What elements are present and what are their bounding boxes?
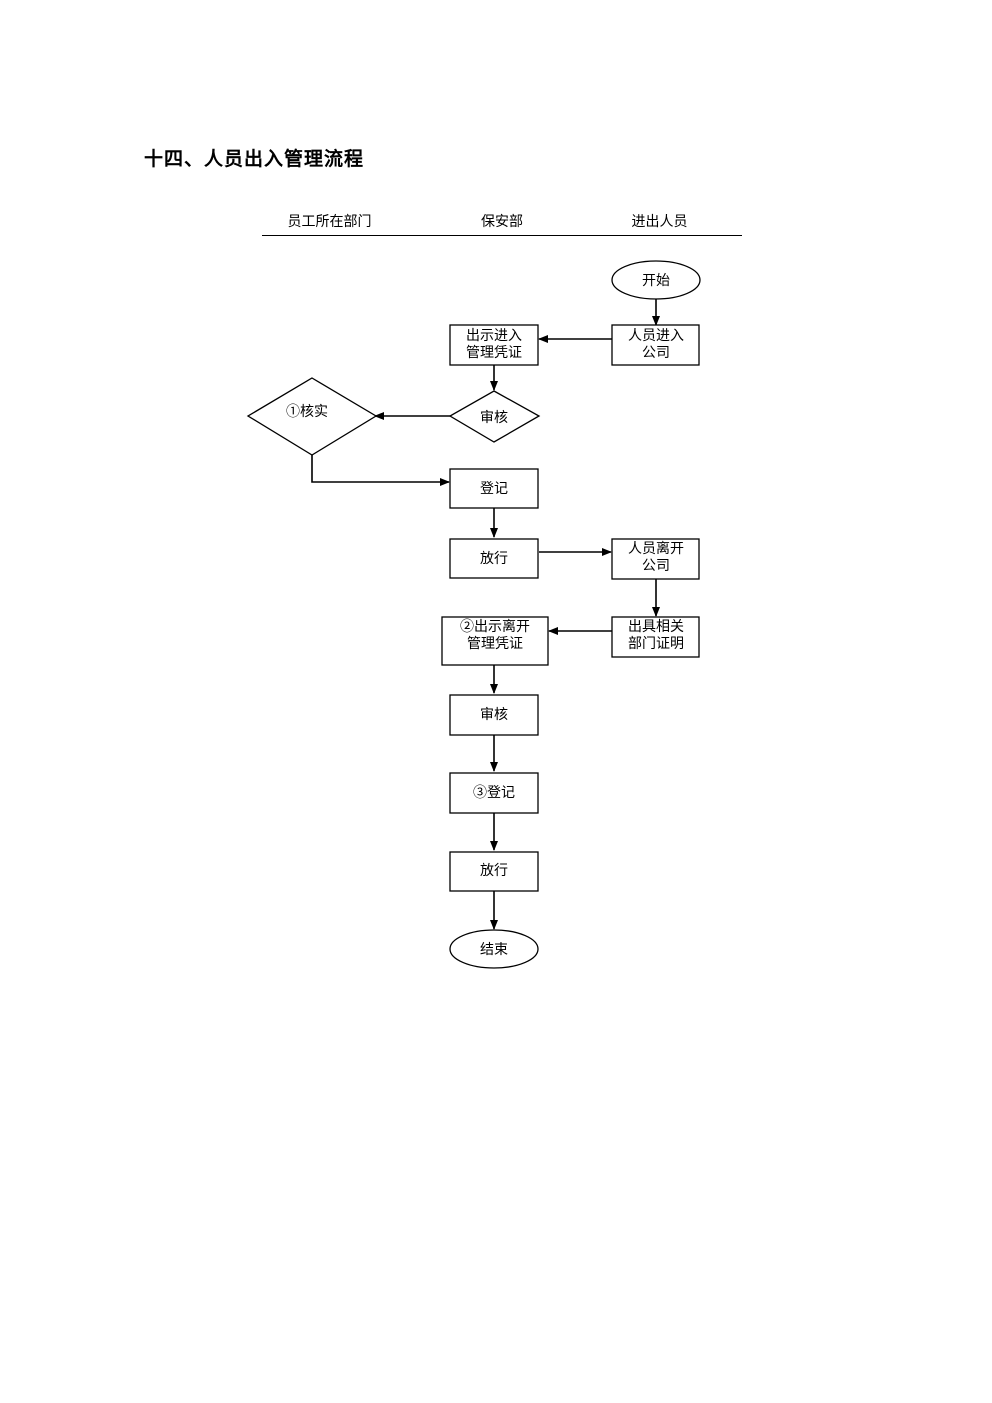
lane-header-visitors: 进出人员 <box>631 214 688 230</box>
dept-cert-label-line2: 部门证明 <box>628 636 684 652</box>
start-label: 开始 <box>642 273 670 289</box>
register-label: 登记 <box>480 481 508 497</box>
register-box-2 <box>449 772 539 814</box>
dept-certificate-box <box>611 616 700 658</box>
release-2-label: 放行 <box>480 863 508 879</box>
enter-company-box <box>611 324 700 366</box>
verify-decision-diamond <box>246 377 378 456</box>
show-exit-credential-box <box>441 616 549 666</box>
lane-divider-line <box>262 235 742 236</box>
show-entry-credential-box <box>449 324 539 366</box>
edge-verify-to-register <box>311 455 450 486</box>
release-box <box>449 538 539 579</box>
leave-company-label-line2: 公司 <box>642 558 670 574</box>
release-label: 放行 <box>480 551 508 567</box>
enter-company-label-line1: 人员进入 <box>628 328 684 344</box>
review-2-label: 审核 <box>480 707 508 723</box>
lane-header-employee-dept: 员工所在部门 <box>287 214 372 230</box>
register-box <box>449 468 539 509</box>
end-label: 结束 <box>480 942 508 958</box>
review-box <box>449 694 539 736</box>
end-terminal <box>449 929 539 969</box>
show-entry-label-line1: 出示进入 <box>466 328 522 344</box>
show-exit-label-line2: 管理凭证 <box>467 636 523 652</box>
review-decision-diamond <box>448 390 541 443</box>
start-terminal <box>611 260 701 300</box>
show-exit-label-line1: ②出示离开 <box>460 618 530 635</box>
review-label: 审核 <box>480 410 508 426</box>
dept-cert-label-line1: 出具相关 <box>628 619 684 635</box>
leave-company-box <box>611 538 700 580</box>
connectors <box>311 299 660 930</box>
lane-header-security: 保安部 <box>481 214 523 230</box>
enter-company-label-line2: 公司 <box>642 345 670 361</box>
page-title: 十四、人员出入管理流程 <box>144 148 365 170</box>
verify-label: ①核实 <box>286 404 328 420</box>
release-box-2 <box>449 851 539 892</box>
register-2-label: ③登记 <box>473 785 515 801</box>
show-entry-label-line2: 管理凭证 <box>466 345 522 361</box>
leave-company-label-line1: 人员离开 <box>628 540 684 557</box>
